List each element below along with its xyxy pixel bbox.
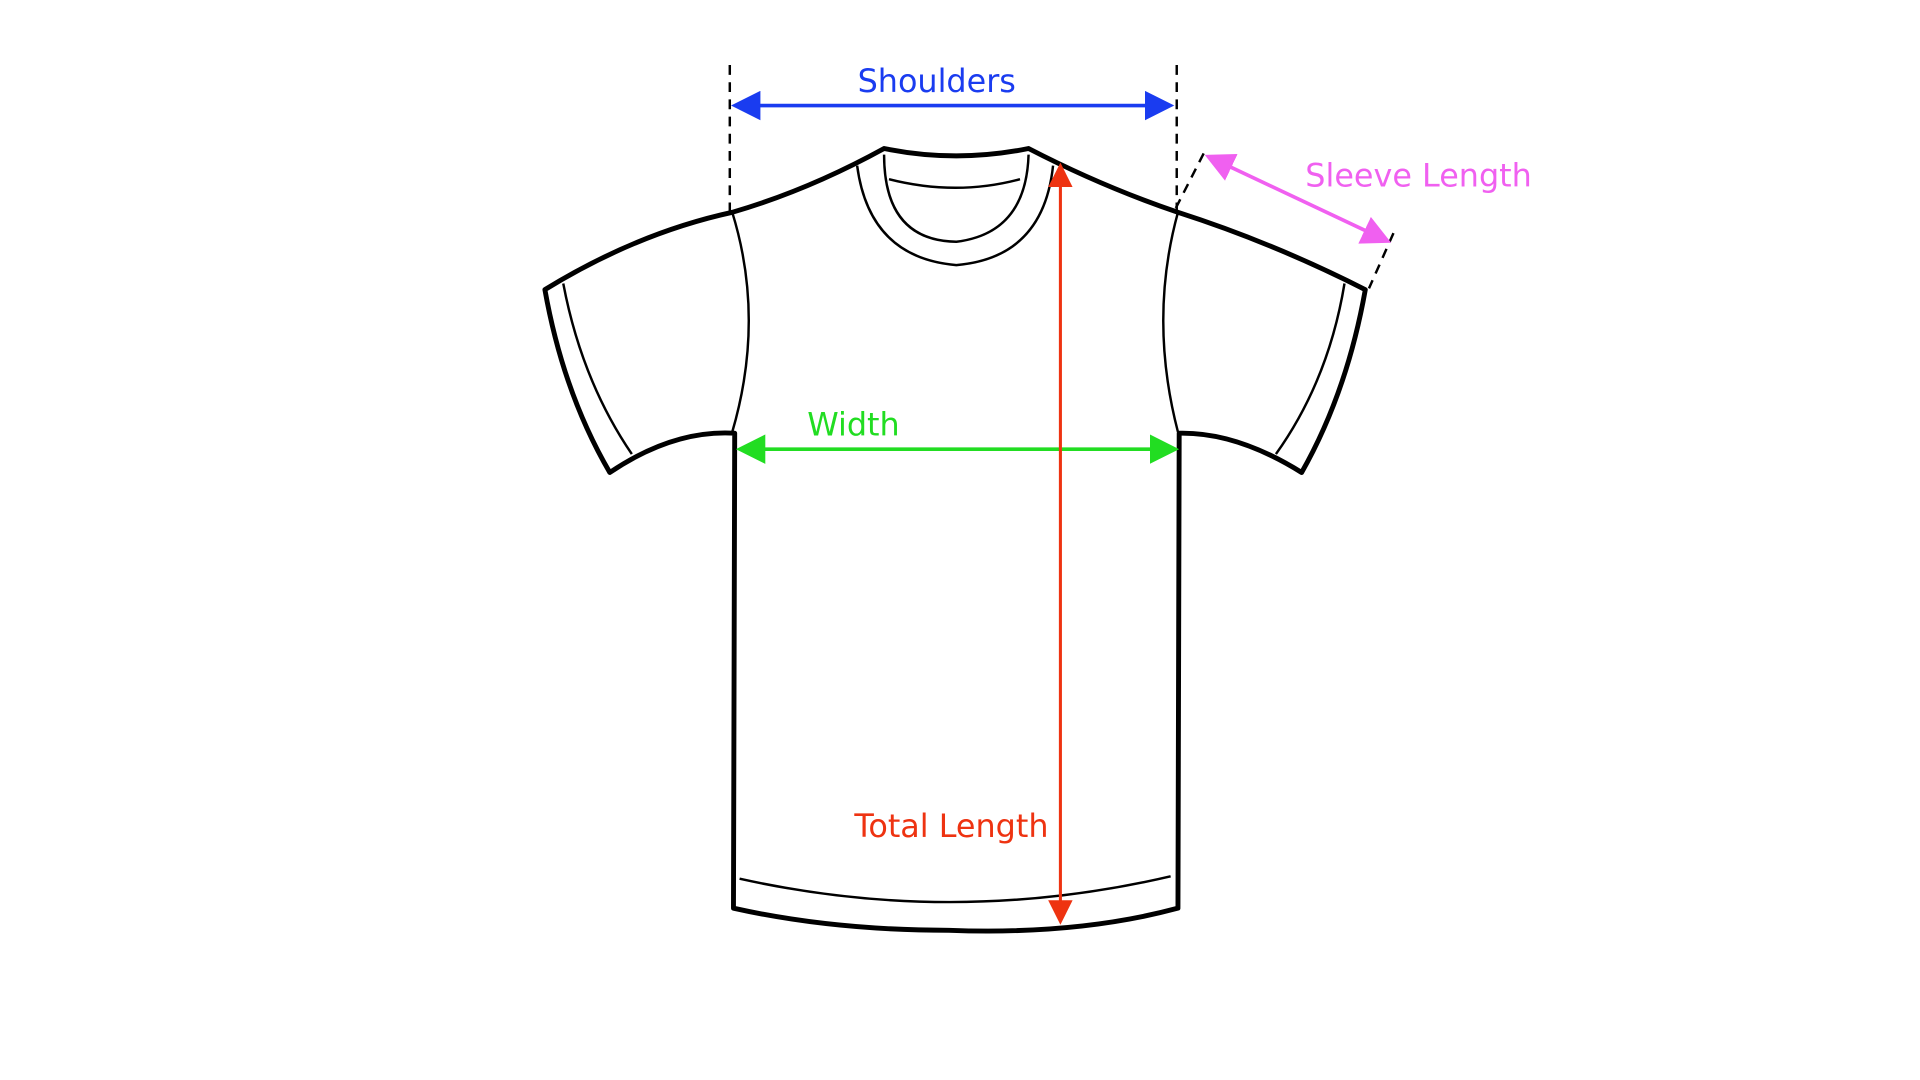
total-length-label: Total Length [853, 807, 1048, 845]
width-measurement: Width [735, 406, 1180, 464]
sleeve-length-measurement: Sleeve Length [1204, 154, 1532, 244]
total-length-measurement: Total Length [853, 162, 1073, 925]
shoulders-measurement: Shoulders [731, 62, 1175, 121]
shoulders-label: Shoulders [858, 62, 1016, 100]
sleeve-length-arrow [1204, 154, 1392, 244]
tshirt-outline [542, 146, 1368, 934]
guide-lines [728, 65, 1395, 289]
sleeve-length-label: Sleeve Length [1305, 157, 1531, 195]
width-label: Width [807, 406, 899, 444]
